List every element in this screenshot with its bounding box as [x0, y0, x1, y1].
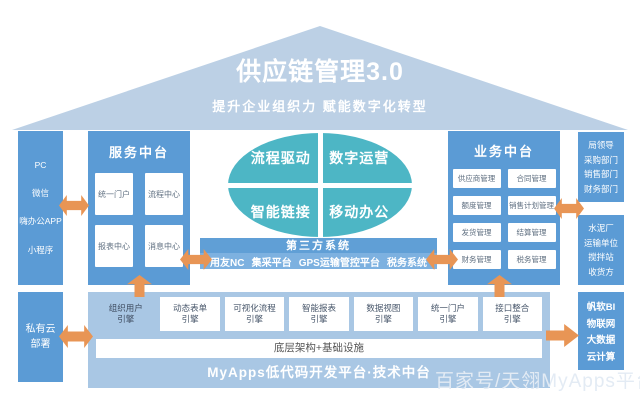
party-item: 水泥厂 — [588, 223, 614, 234]
engine-label: 引擎 — [117, 314, 135, 324]
diagram-title: 供应链管理3.0 — [236, 58, 404, 86]
business-box: 发货管理 — [452, 223, 501, 242]
capability-quadrant: 移动办公 — [322, 187, 412, 237]
business-box: 结算管理 — [507, 223, 556, 242]
internal-roles-block: 局领导 采购部门 销售部门 财务部门 — [578, 132, 624, 202]
engine-cell: 组织用户 引擎 — [96, 297, 155, 331]
engine-label: 智能报表 — [301, 302, 336, 313]
engine-label: 数据视图 — [366, 302, 401, 313]
engine-label: 接口整合 — [495, 302, 530, 313]
engine-label: 可视化流程 — [233, 302, 276, 313]
tech-platform-label: MyApps低代码开发平台·技术中台 — [207, 365, 431, 380]
tech-item: 物联网 — [586, 318, 616, 330]
engine-label: 引擎 — [439, 314, 457, 324]
business-box: 额度管理 — [452, 196, 501, 215]
engines-row: 组织用户 引擎 动态表单 引擎 可视化流程 引擎 智能报表 引擎 数据视图 引擎… — [96, 297, 542, 331]
double-arrow-icon — [180, 249, 212, 270]
service-box: 统一门户 — [95, 173, 133, 215]
third-party-item: 用友NC — [210, 257, 245, 269]
service-platform-grid: 统一门户 流程中心 报表中心 消息中心 — [88, 173, 190, 267]
double-arrow-icon — [426, 249, 458, 270]
right-arrow-icon — [546, 324, 579, 347]
double-arrow-icon — [554, 198, 584, 219]
channel-item: PC — [34, 159, 47, 170]
engine-label: 组织用户 — [108, 302, 143, 313]
infrastructure-bar: 底层架构+基础设施 — [96, 339, 542, 358]
third-party-title: 第三方系统 — [200, 238, 437, 253]
engine-label: 引擎 — [374, 314, 392, 324]
private-cloud-block: 私有云部署 — [18, 292, 63, 382]
third-party-item: 税务系统 — [387, 257, 427, 269]
tech-stack-block: 帆软BI 物联网 大数据 云计算 — [578, 292, 624, 370]
third-party-item: GPS运输管控平台 — [298, 257, 380, 269]
service-platform-block: 服务中台 统一门户 流程中心 报表中心 消息中心 — [88, 131, 190, 285]
engine-cell: 动态表单 引擎 — [160, 297, 220, 331]
engine-label: 引擎 — [246, 314, 264, 324]
service-box: 消息中心 — [145, 225, 183, 267]
role-item: 销售部门 — [583, 169, 618, 180]
engine-cell: 可视化流程 引擎 — [224, 297, 285, 331]
engine-label: 引擎 — [310, 314, 328, 324]
engine-cell: 接口整合 引擎 — [482, 297, 542, 331]
private-cloud-label: 私有云部署 — [25, 324, 56, 350]
channel-item: 嗨办公APP — [19, 216, 62, 227]
role-item: 财务部门 — [583, 183, 618, 194]
channel-item: 微信 — [31, 187, 49, 198]
party-item: 搅拌站 — [588, 252, 614, 263]
role-item: 采购部门 — [583, 154, 618, 165]
party-item: 运输单位 — [583, 237, 618, 248]
tech-item: 大数据 — [586, 335, 616, 347]
business-box: 供应商管理 — [452, 169, 501, 188]
business-box: 财务管理 — [452, 250, 501, 269]
capability-quadrant: 智能链接 — [228, 187, 318, 237]
engine-label: 统一门户 — [430, 302, 465, 313]
business-platform-grid: 供应商管理 合同管理 额度管理 销售计划管理 发货管理 结算管理 财务管理 税务… — [448, 169, 560, 269]
business-platform-block: 业务中台 供应商管理 合同管理 额度管理 销售计划管理 发货管理 结算管理 财务… — [448, 131, 560, 285]
engine-cell: 数据视图 引擎 — [353, 297, 414, 331]
party-item: 收货方 — [588, 266, 614, 277]
capability-quadrant: 数字运营 — [322, 133, 412, 183]
business-box: 合同管理 — [507, 169, 556, 188]
watermark: 百家号/天翎MyApps平台 — [435, 371, 640, 392]
engine-cell: 统一门户 引擎 — [418, 297, 478, 331]
business-platform-title: 业务中台 — [473, 144, 534, 159]
service-box: 报表中心 — [95, 225, 133, 267]
core-capabilities-ellipse: 流程驱动 数字运营 智能链接 移动办公 — [228, 133, 412, 237]
engine-cell: 智能报表 引擎 — [289, 297, 349, 331]
engine-label: 引擎 — [181, 314, 199, 324]
capability-quadrant: 流程驱动 — [228, 133, 318, 183]
business-box: 销售计划管理 — [507, 196, 556, 215]
double-arrow-icon — [59, 195, 89, 216]
role-item: 局领导 — [588, 140, 614, 151]
third-party-items: 用友NC 集采平台 GPS运输管控平台 税务系统 — [200, 253, 437, 269]
access-channels-block: PC 微信 嗨办公APP 小程序 — [18, 131, 63, 285]
engine-label: 动态表单 — [173, 302, 208, 313]
third-party-item: 集采平台 — [251, 257, 292, 269]
diagram-subtitle: 提升企业组织力 赋能数字化转型 — [212, 99, 428, 114]
external-parties-block: 水泥厂 运输单位 搅拌站 收货方 — [578, 215, 624, 285]
third-party-block: 第三方系统 用友NC 集采平台 GPS运输管控平台 税务系统 — [200, 238, 437, 269]
engine-label: 引擎 — [503, 314, 521, 324]
service-platform-title: 服务中台 — [108, 145, 169, 160]
tech-item: 帆软BI — [586, 302, 616, 314]
double-arrow-icon — [59, 325, 93, 348]
channel-item: 小程序 — [27, 245, 54, 256]
tech-platform-band: 组织用户 引擎 动态表单 引擎 可视化流程 引擎 智能报表 引擎 数据视图 引擎… — [88, 292, 550, 388]
service-box: 流程中心 — [145, 173, 183, 215]
tech-item: 云计算 — [586, 351, 616, 363]
business-box: 税务管理 — [507, 250, 556, 269]
